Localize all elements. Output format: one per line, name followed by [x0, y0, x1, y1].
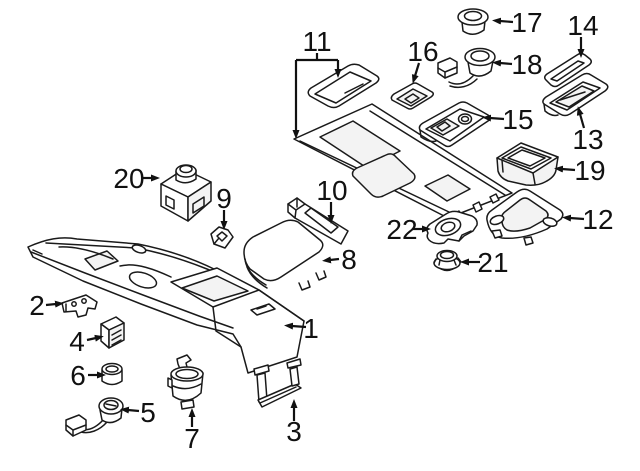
part-drawing-lighter-knob	[457, 8, 489, 35]
callout-10: 10	[316, 175, 348, 224]
callout-14: 14	[567, 10, 599, 58]
callout-label-8: 8	[341, 244, 357, 275]
callout-label-15: 15	[502, 104, 533, 135]
callout-label-21: 21	[477, 247, 508, 278]
callout-label-22: 22	[386, 214, 417, 245]
callout-label-3: 3	[286, 416, 302, 447]
callout-16: 16	[407, 36, 439, 84]
callout-label-16: 16	[407, 36, 438, 67]
callout-label-19: 19	[574, 155, 605, 186]
part-drawing-lid-frame	[287, 197, 349, 245]
part-drawing-rubber-mat	[543, 52, 593, 88]
part-drawing-trim-panel-and-cover	[293, 63, 513, 222]
callout-label-12: 12	[582, 204, 613, 235]
callout-17: 17	[492, 7, 543, 38]
callout-label-2: 2	[29, 290, 45, 321]
callout-label-10: 10	[316, 175, 347, 206]
callout-label-13: 13	[572, 124, 603, 155]
callout-22: 22	[386, 214, 431, 245]
callout-label-9: 9	[216, 183, 232, 214]
callout-3: 3	[286, 399, 302, 447]
callout-label-5: 5	[140, 397, 156, 428]
part-drawing-cup-holder	[167, 354, 204, 410]
part-drawing-control-switch	[160, 164, 212, 222]
part-drawing-small-switch-trim	[390, 82, 435, 110]
part-drawing-socket-harness-front	[65, 397, 124, 437]
part-drawing-controller-bezel	[426, 210, 478, 245]
callout-12: 12	[562, 204, 614, 235]
callout-7: 7	[184, 408, 200, 454]
part-drawing-armrest-lid	[243, 219, 327, 291]
callout-label-18: 18	[511, 49, 542, 80]
callout-6: 6	[70, 360, 106, 391]
part-drawing-lighter-socket-harness	[437, 47, 496, 89]
callout-21: 21	[460, 247, 509, 278]
callout-9: 9	[216, 183, 232, 230]
callout-19: 19	[554, 155, 606, 186]
part-drawing-socket-cap	[101, 362, 123, 386]
callout-label-7: 7	[184, 423, 200, 454]
part-drawing-console-housing	[27, 237, 305, 374]
part-drawing-switch-panel	[418, 101, 491, 148]
callout-1: 1	[284, 313, 319, 344]
part-drawing-tray-insert	[542, 72, 609, 117]
callout-label-17: 17	[511, 7, 542, 38]
callout-4: 4	[69, 326, 104, 357]
callout-18: 18	[492, 49, 543, 80]
callout-label-11: 11	[302, 26, 331, 57]
callout-label-20: 20	[113, 163, 144, 194]
part-drawing-retaining-clip	[210, 226, 234, 249]
callout-20: 20	[113, 163, 160, 194]
part-drawing-rotary-knob	[433, 249, 462, 272]
callout-label-1: 1	[303, 313, 319, 344]
callout-label-4: 4	[69, 326, 85, 357]
callout-13: 13	[572, 106, 604, 155]
part-drawing-rear-bracket	[253, 358, 302, 408]
callout-label-14: 14	[567, 10, 598, 41]
part-drawing-front-bracket	[61, 294, 98, 318]
callout-label-6: 6	[70, 360, 86, 391]
part-drawing-storage-box	[496, 142, 559, 186]
callout-15: 15	[482, 104, 534, 135]
callout-8: 8	[322, 244, 357, 275]
part-drawing-vented-insert	[100, 316, 125, 349]
part-drawing-shifter-trim	[486, 188, 564, 246]
callout-2: 2	[29, 290, 64, 321]
callout-5: 5	[120, 397, 156, 428]
callout-11: 11	[292, 26, 342, 139]
